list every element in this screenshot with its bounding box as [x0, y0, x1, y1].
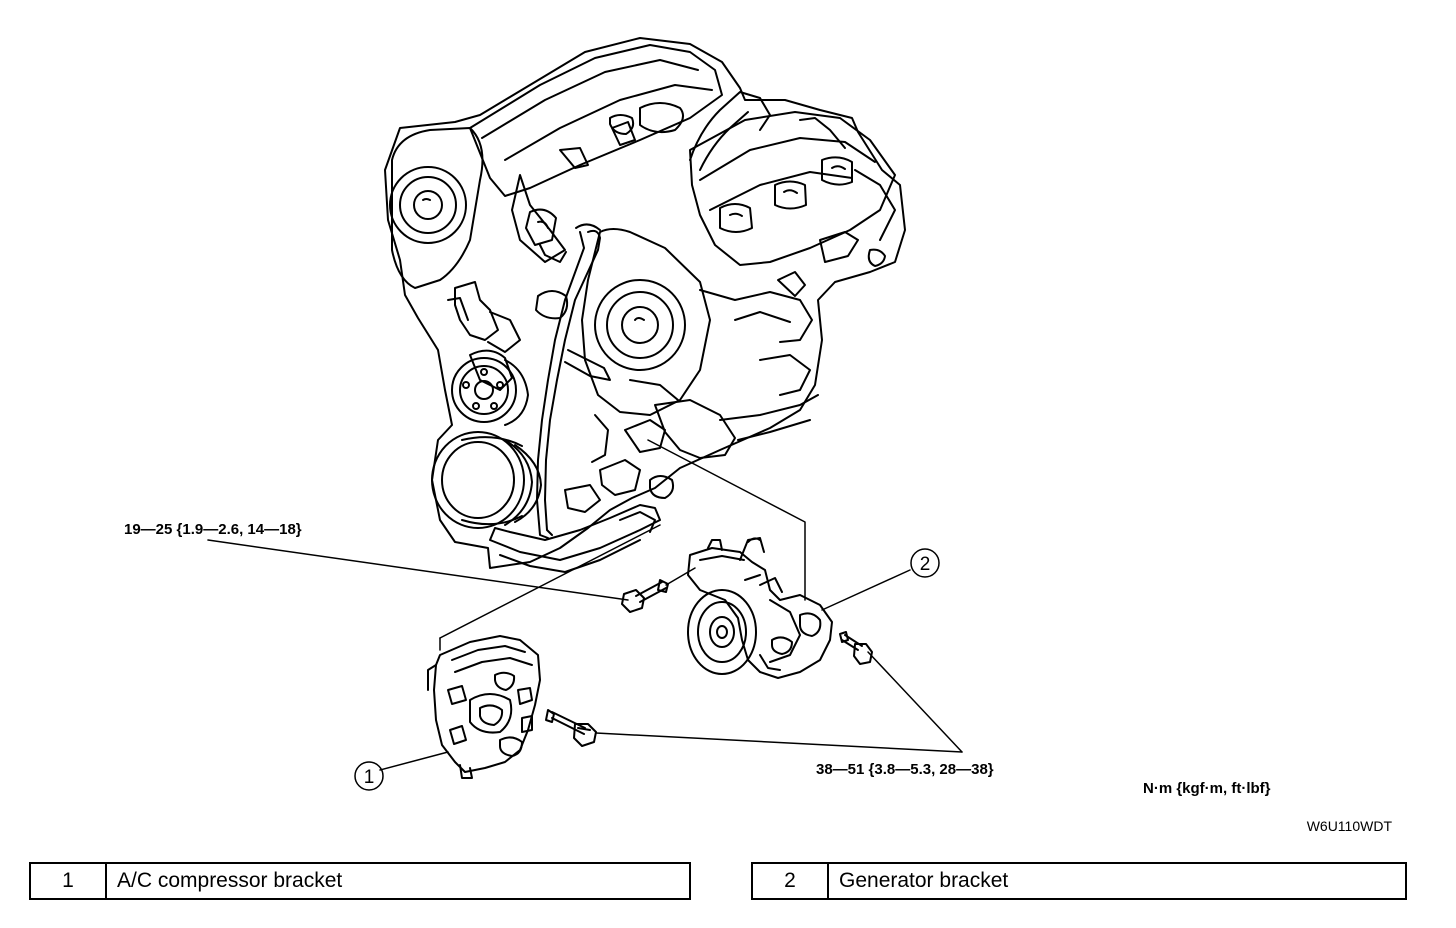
- torque-label-lower: 38—51 {3.8—5.3, 28—38}: [816, 761, 994, 778]
- figure-code: W6U110WDT: [1307, 818, 1393, 834]
- ac-bracket-bolt: [545, 709, 597, 747]
- upper-bolt: [621, 579, 669, 613]
- torque-label-upper: 19—25 {1.9—2.6, 14—18}: [124, 521, 302, 538]
- legend-table-2: 2 Generator bracket: [751, 862, 1407, 900]
- legend-label: Generator bracket: [839, 869, 1009, 892]
- legend-table-1: 1 A/C compressor bracket: [29, 862, 691, 900]
- legend-label: A/C compressor bracket: [117, 869, 343, 892]
- leader-lines: [207, 439, 963, 771]
- ac-compressor-bracket-drawing: [427, 635, 541, 779]
- legend-number: 1: [31, 864, 107, 898]
- callout-1-number: 1: [364, 767, 375, 788]
- engine-block-drawing: [384, 37, 906, 573]
- callout-circle-2: [910, 548, 940, 578]
- generator-bracket-bolt: [839, 631, 873, 665]
- callout-2-number: 2: [920, 554, 931, 575]
- callout-circle-1: [354, 761, 384, 791]
- unit-note: N·m {kgf·m, ft·lbf}: [1143, 780, 1271, 797]
- legend-number: 2: [753, 864, 829, 898]
- generator-bracket-drawing: [687, 537, 833, 679]
